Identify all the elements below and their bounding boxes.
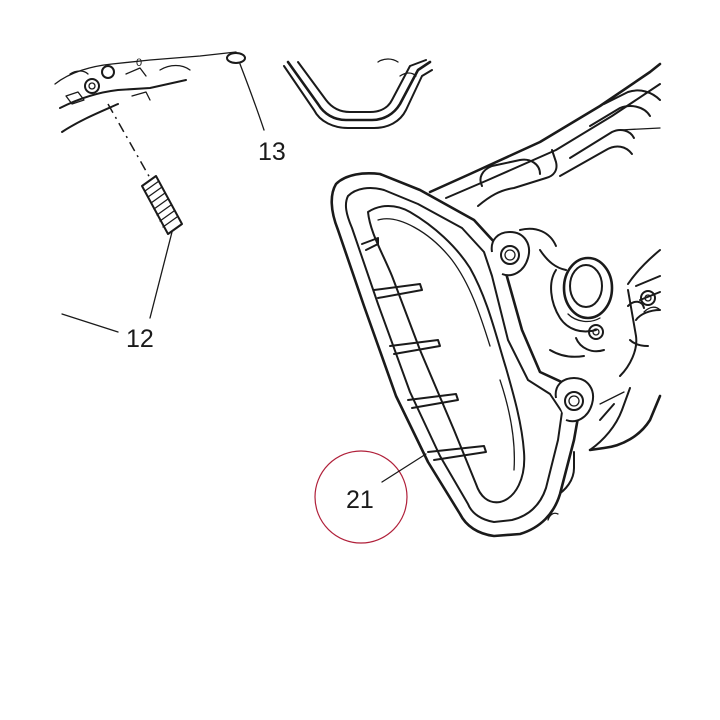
mounting-boss-lower xyxy=(554,377,594,423)
leader-13 xyxy=(239,63,265,131)
cover-gasket xyxy=(283,58,433,129)
upper-left-housing: 0 xyxy=(54,51,237,133)
callout-21: 21 xyxy=(346,486,374,514)
highlight-circle-21 xyxy=(314,450,408,544)
callout-13: 13 xyxy=(258,138,286,166)
leader-12-stud xyxy=(149,231,173,319)
stud-center-axis xyxy=(107,103,151,179)
o-ring-13 xyxy=(226,52,246,64)
svg-text:0: 0 xyxy=(136,57,142,69)
leader-12-left xyxy=(61,313,119,333)
leader-21 xyxy=(381,453,427,483)
mounting-boss-upper xyxy=(490,231,530,277)
callout-12: 12 xyxy=(126,325,154,353)
heat-shield-21 xyxy=(330,172,594,538)
threaded-stud-12 xyxy=(141,175,183,235)
